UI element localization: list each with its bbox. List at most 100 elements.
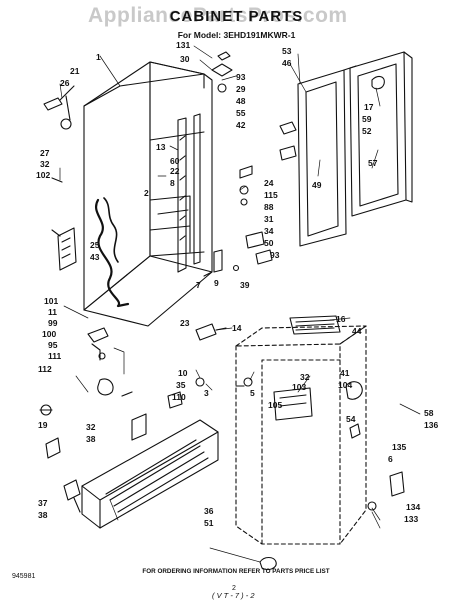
callout-37: 37: [38, 498, 48, 508]
callout-48: 48: [236, 96, 246, 106]
grille-clip: [131, 413, 147, 441]
callout-30: 30: [180, 54, 190, 64]
callout-136: 136: [424, 420, 438, 430]
base-foot: [259, 556, 277, 571]
callout-60: 60: [170, 156, 180, 166]
callout-3: 3: [204, 388, 209, 398]
small-parts: [39, 85, 277, 571]
callout-58: 58: [424, 408, 434, 418]
lower-hinge: [245, 231, 265, 249]
callout-53: 53: [282, 46, 292, 56]
callout-105: 105: [268, 400, 282, 410]
callout-110: 110: [172, 392, 186, 402]
callout-13: 13: [156, 142, 166, 152]
callout-51: 51: [204, 518, 214, 528]
callout-9: 9: [214, 278, 219, 288]
hinge-pin-block: [239, 165, 253, 179]
control-housing: [273, 387, 313, 421]
callout-102: 102: [36, 170, 50, 180]
callout-95: 95: [48, 340, 58, 350]
ordering-footer-note: FOR ORDERING INFORMATION REFER TO PARTS …: [142, 568, 329, 575]
callout-21: 21: [70, 66, 80, 76]
callout-38: 38: [86, 434, 96, 444]
side-bracket: [389, 471, 405, 497]
callout-99: 99: [48, 318, 58, 328]
callout-104: 104: [338, 380, 352, 390]
callout-52: 52: [362, 126, 372, 136]
callout-54: 54: [346, 414, 356, 424]
callout-6: 6: [388, 454, 393, 464]
callout-17: 17: [364, 102, 374, 112]
callout-8: 8: [170, 178, 175, 188]
callout-101: 101: [44, 296, 58, 306]
callout-19: 19: [38, 420, 48, 430]
lower-cabinet-dashed: [235, 325, 367, 545]
callout-32-mid: 32: [300, 372, 310, 382]
callout-32: 32: [40, 159, 50, 169]
cabinet-shell: [83, 61, 213, 327]
callout-133: 133: [404, 514, 418, 524]
upper-hinge: [211, 63, 233, 77]
callout-10: 10: [178, 368, 188, 378]
callout-2: 2: [144, 188, 149, 198]
document-number: 945981: [12, 573, 35, 580]
callout-55: 55: [236, 108, 246, 118]
leader-lines: [59, 45, 421, 563]
callout-112: 112: [38, 364, 52, 374]
callout-100: 100: [42, 329, 56, 339]
callout-31: 31: [264, 214, 274, 224]
callout-16: 16: [336, 314, 346, 324]
callout-42: 42: [236, 120, 246, 130]
callout-35: 35: [176, 380, 186, 390]
callout-43: 43: [90, 252, 100, 262]
callout-36: 36: [204, 506, 214, 516]
callout-93-lower: 93: [270, 250, 280, 260]
callout-115: 115: [264, 190, 278, 200]
callout-38-low: 38: [38, 510, 48, 520]
callout-labels: 131 30 93 29 48 55 42 21 26 27 32 102 1 …: [36, 40, 438, 528]
callout-39: 39: [240, 280, 250, 290]
callout-111: 111: [48, 351, 62, 361]
callout-135: 135: [392, 442, 406, 452]
callout-24: 24: [264, 178, 274, 188]
heater-loop: [95, 198, 130, 308]
bracket-plate: [57, 227, 77, 271]
callout-1: 1: [96, 52, 101, 62]
callout-131: 131: [176, 40, 190, 50]
top-vent-grille: [289, 315, 341, 335]
callout-26: 26: [60, 78, 70, 88]
callout-29: 29: [236, 84, 246, 94]
callout-57: 57: [368, 158, 378, 168]
callout-23: 23: [180, 318, 190, 328]
diagram-title: CABINET PARTS: [169, 8, 304, 25]
control-knob: [345, 381, 363, 400]
door-liners: [297, 51, 413, 247]
callout-59: 59: [362, 114, 372, 124]
base-grille: [81, 419, 219, 529]
callout-25: 25: [90, 240, 100, 250]
handwritten-note: ( V T - 7 ) - 2: [212, 591, 255, 600]
page-number: 2: [232, 585, 236, 592]
callout-49: 49: [312, 180, 322, 190]
callout-11: 11: [48, 307, 57, 317]
callout-7: 7: [196, 280, 201, 290]
callout-41: 41: [340, 368, 350, 378]
handle-grip: [371, 75, 385, 90]
callout-88: 88: [264, 202, 274, 212]
callout-103: 103: [292, 382, 306, 392]
callout-93: 93: [236, 72, 246, 82]
callout-44: 44: [352, 326, 362, 336]
callout-50: 50: [264, 238, 274, 248]
watermark: AppliancePartsPros.com: [88, 4, 348, 27]
callout-5: 5: [250, 388, 255, 398]
callout-14: 14: [232, 323, 242, 333]
callout-34: 34: [264, 226, 274, 236]
callout-134: 134: [406, 502, 420, 512]
callout-22: 22: [170, 166, 180, 176]
callout-32-low: 32: [86, 422, 96, 432]
callout-46: 46: [282, 58, 292, 68]
model-line: For Model: 3EHD191MKWR-1: [177, 30, 296, 40]
callout-27: 27: [40, 148, 50, 158]
